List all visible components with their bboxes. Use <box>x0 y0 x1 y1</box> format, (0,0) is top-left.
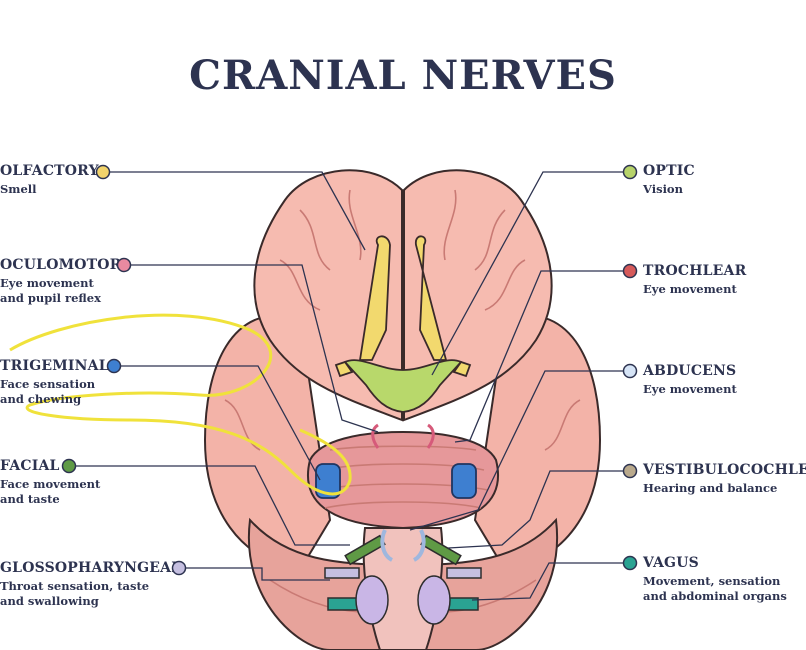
nerve-function: Eye movement and pupil reflex <box>0 276 101 305</box>
nerve-oculomotor: OCULOMOTOR Eye movement and pupil reflex <box>0 257 122 306</box>
highlight-annotation <box>9 313 352 496</box>
nerve-name: TROCHLEAR <box>643 263 747 279</box>
nerve-function: Vision <box>643 182 683 196</box>
nerve-trochlear: TROCHLEAR Eye movement <box>643 263 746 297</box>
nerve-name: FACIAL <box>0 458 60 474</box>
nerve-optic: OPTIC Vision <box>643 163 695 197</box>
nerve-abducens: ABDUCENS Eye movement <box>643 363 737 397</box>
nerve-facial: FACIAL Face movement and taste <box>0 458 100 507</box>
nerve-name: VAGUS <box>643 555 699 571</box>
nerve-function: Throat sensation, taste and swallowing <box>0 579 150 608</box>
nerve-name: VESTIBULOCOCHLEAR <box>643 462 806 478</box>
nerve-name: GLOSSOPHARYNGEAL <box>0 560 182 576</box>
nerve-glossopharyngeal: GLOSSOPHARYNGEAL Throat sensation, taste… <box>0 560 181 609</box>
nerve-olfactory: OLFACTORY Smell <box>0 163 99 197</box>
nerve-name: ABDUCENS <box>643 363 737 379</box>
nerve-name: OLFACTORY <box>0 163 99 179</box>
lower-nerve-roots <box>324 529 482 625</box>
nerve-trigeminal: TRIGEMINAL Face sensation and chewing <box>0 358 109 407</box>
leader-lines <box>75 171 629 601</box>
nerve-function: Face sensation and chewing <box>0 377 96 406</box>
page-title: CRANIAL NERVES <box>189 52 617 99</box>
nerve-function: Smell <box>0 182 37 196</box>
nerve-vagus: VAGUS Movement, sensation and abdominal … <box>643 555 787 604</box>
nerve-name: TRIGEMINAL <box>0 358 109 374</box>
nerve-function: Hearing and balance <box>643 481 778 495</box>
nerve-name: OCULOMOTOR <box>0 257 122 273</box>
trigeminal-roots <box>315 463 477 499</box>
olfactory-optic-structures <box>334 235 472 413</box>
nerve-function: Eye movement <box>643 382 737 396</box>
midbrain-roots <box>371 423 435 449</box>
nerve-name: OPTIC <box>643 163 695 179</box>
nerve-function: Face movement and taste <box>0 477 101 506</box>
nerve-function: Eye movement <box>643 282 737 296</box>
nerve-function: Movement, sensation and abdominal organs <box>643 574 787 603</box>
nerve-vestibulocochlear: VESTIBULOCOCHLEAR Hearing and balance <box>643 462 806 496</box>
